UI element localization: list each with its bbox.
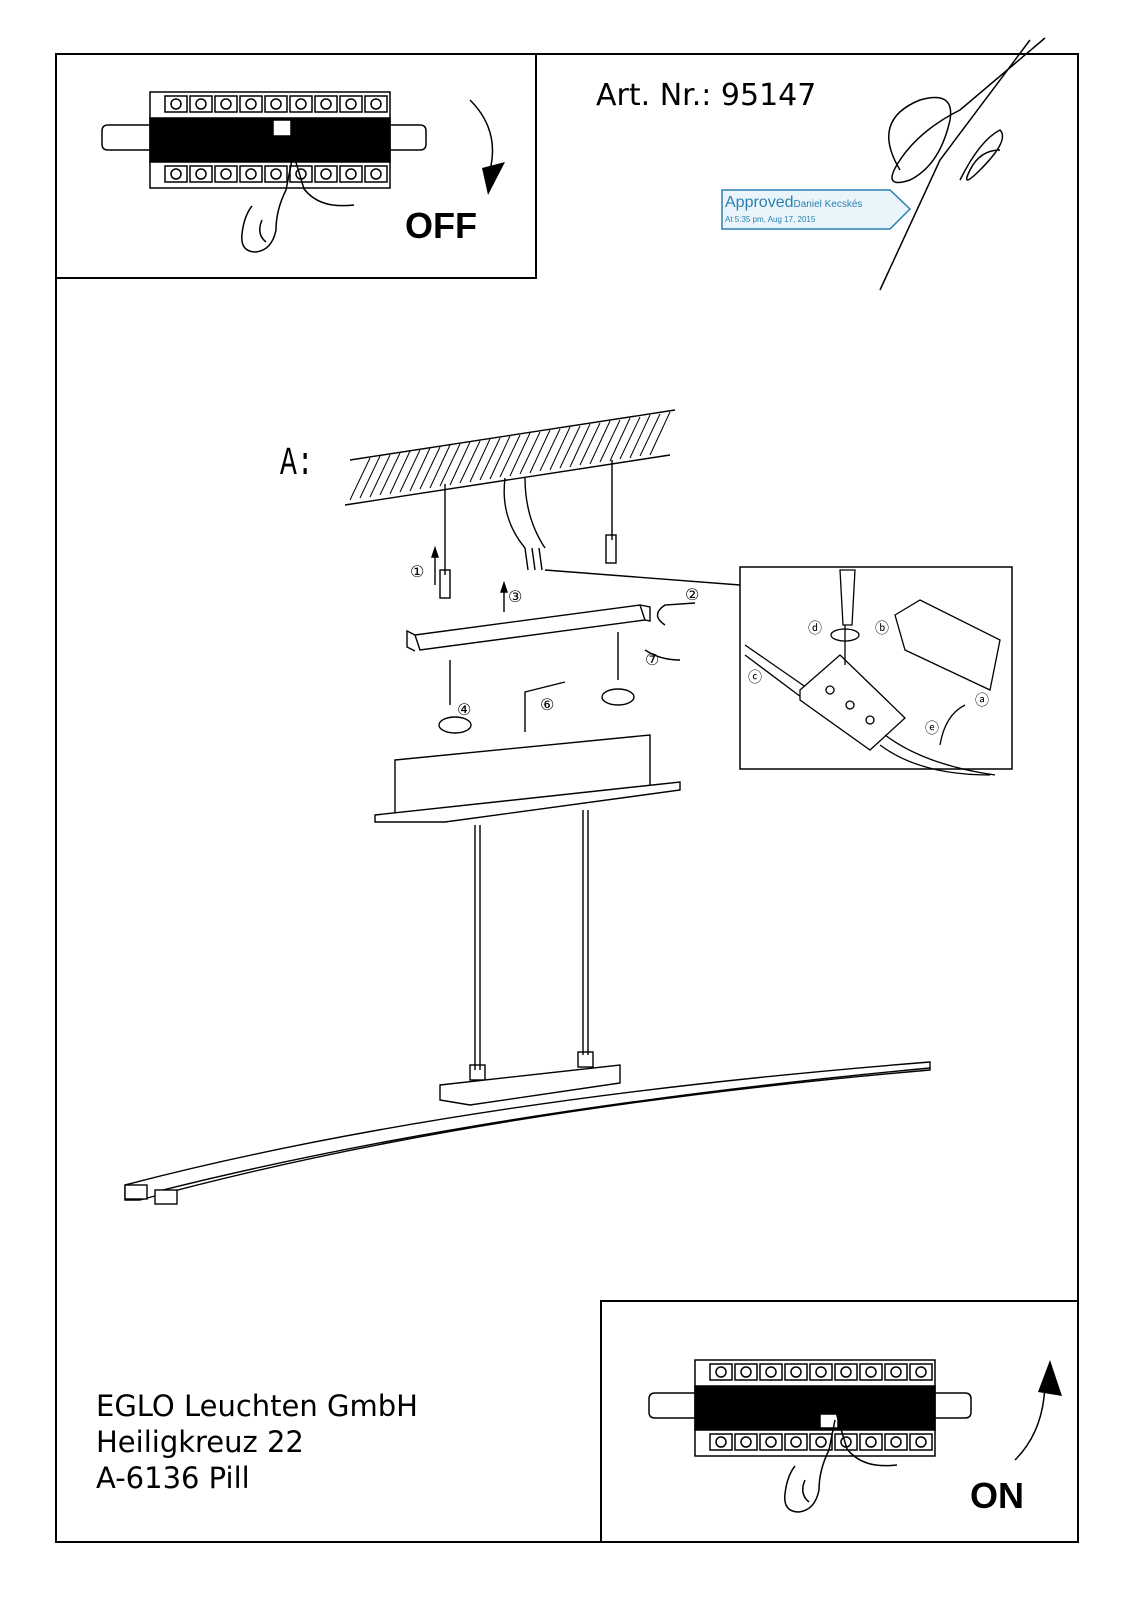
on-label: ON <box>970 1475 1024 1516</box>
detail-step-e: ⓔ <box>925 721 939 737</box>
address-line: Heiligkreuz 22 <box>96 1425 304 1459</box>
switch-off-panel <box>55 53 537 279</box>
step-3-marker: ③ <box>508 587 522 606</box>
detail-step-a: ⓐ <box>975 693 989 709</box>
approval-name: Daniel Kecskés <box>793 199 863 210</box>
step-6-marker: ⑥ <box>540 695 554 714</box>
article-number: Art. Nr.: 95147 <box>596 78 817 113</box>
step-7-marker: ⑦ <box>645 650 659 669</box>
step-1-marker: ① <box>410 562 424 581</box>
manufacturer-address: EGLO Leuchten GmbH Heiligkreuz 22 A-6136… <box>96 1388 418 1496</box>
detail-step-d: ⓓ <box>808 621 822 637</box>
address-line: A-6136 Pill <box>96 1461 250 1495</box>
section-label: A: <box>280 442 314 487</box>
approval-timestamp: At 5:35 pm, Aug 17, 2015 <box>725 215 816 224</box>
address-line: EGLO Leuchten GmbH <box>96 1389 418 1423</box>
step-2-marker: ② <box>685 585 699 604</box>
detail-step-c: ⓒ <box>748 670 762 686</box>
step-4-marker: ④ <box>457 700 471 719</box>
page-frame <box>55 53 1079 1543</box>
approval-status: Approved <box>725 194 794 211</box>
detail-step-b: ⓑ <box>875 621 889 637</box>
approval-stamp-text: ApprovedDaniel Kecskés <box>725 194 862 212</box>
off-label: OFF <box>405 205 477 246</box>
